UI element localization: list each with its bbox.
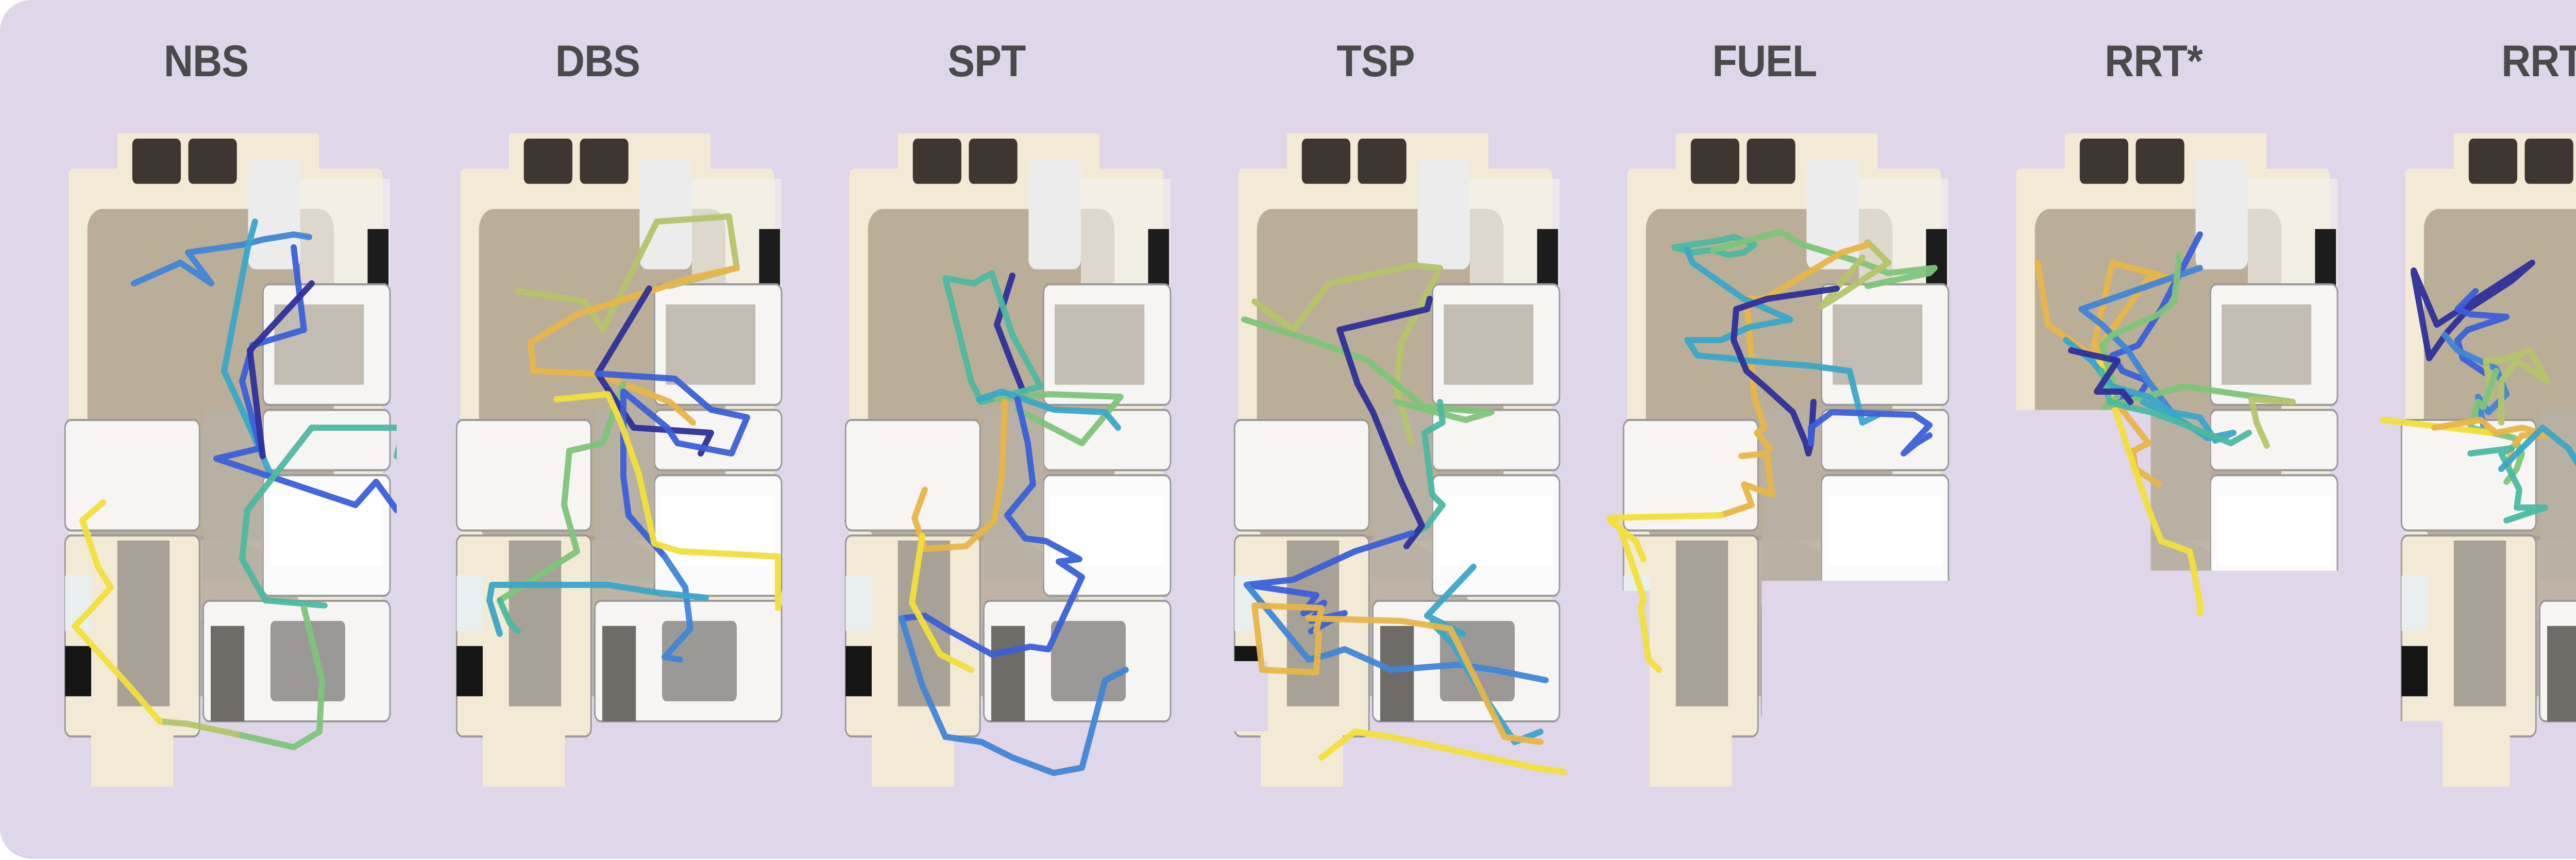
exploration-map [2352,113,2576,835]
trajectory-path [2068,347,2133,405]
trajectory-path [2498,425,2576,472]
exploration-map [1185,113,1566,835]
panel-fuel: FUEL [1574,0,1955,860]
map-canvas [844,133,1172,787]
trajectory-path [2078,265,2203,426]
trajectory-path [553,391,781,611]
exploration-map [15,113,397,835]
trajectory-path [976,389,1121,431]
trajectory-group [2035,231,2296,616]
panel-title: RRT [2501,37,2576,86]
trajectory-path [1318,729,1566,775]
panel-nbs: NBS [15,0,397,860]
trajectory-path [1710,229,1938,289]
trajectory-path [247,280,315,459]
map-canvas [455,133,783,787]
trajectory-path [1671,234,1757,258]
trajectory-path [911,399,1008,552]
trajectory-path [1251,262,1443,446]
trajectory-path [899,615,1129,776]
map-canvas [1231,133,1566,787]
trajectory-path [1808,409,1933,457]
trajectory-group [1241,262,1566,775]
panel-title: SPT [947,37,1026,86]
panel-title: DBS [555,37,640,86]
trajectory-path [909,533,974,673]
panel-rrtstar: RRT* [1963,0,2344,860]
map-canvas [1994,133,2344,822]
panel-title: RRT* [2105,37,2203,86]
trajectory-group [72,218,397,750]
panel-tsp: TSP [1185,0,1566,860]
trajectory-path [528,265,740,426]
trajectory-path [1306,615,1544,745]
floor-plan [844,133,1172,787]
panel-dbs: DBS [407,0,788,860]
trajectory-path [1731,285,1840,457]
trajectory-path [234,605,325,750]
floor-plan [2400,133,2576,787]
trajectory-path [131,231,312,286]
trajectory-path [2248,396,2296,449]
trajectory-path [2442,332,2510,428]
trajectory-group [899,270,1129,776]
floor-plan [1233,133,1561,787]
exploration-map [407,113,788,835]
trajectory-path [2411,260,2535,361]
trajectory-group [486,213,781,663]
trajectory-path [1743,242,1871,451]
trajectory-path [1336,296,1433,549]
trajectory-path [497,597,521,634]
trajectory-path [1244,582,1549,683]
map-canvas [1607,133,1955,792]
trajectory-group [2380,260,2576,524]
trajectory-path [2099,368,2252,446]
trajectory-path [1251,602,1325,676]
panel-title: TSP [1336,37,1415,86]
panel-spt: SPT [796,0,1177,860]
trajectory-path [72,499,163,724]
map-canvas [2380,133,2576,802]
trajectory-group [1607,229,1938,673]
trajectory-path [486,582,709,637]
panel-rrt: RRT [2352,0,2576,860]
trajectory-path [662,553,693,663]
trajectory-path [2483,347,2551,426]
exploration-map [1963,113,2344,835]
floor-plan [64,133,391,787]
trajectory-path [899,396,1085,657]
trajectory-path [1718,450,1775,518]
trajectory-path [1424,564,1544,745]
trajectory-path [1241,316,1495,423]
trajectory-path [2467,445,2548,524]
trajectory-path [2096,358,2203,616]
trajectory-path [239,425,397,609]
trajectory-path [157,718,240,737]
trajectory-path [994,391,1124,446]
trajectory-path [1409,399,1446,539]
trajectory-path [2099,252,2296,410]
exploration-map [1574,113,1955,835]
trajectory-path [497,381,626,603]
map-canvas [64,133,397,787]
panel-title: NBS [163,37,249,86]
trajectory-path [595,370,750,560]
trajectory-path [1607,517,1647,562]
trajectory-path [595,285,714,457]
exploration-map [796,113,1177,835]
panel-title: FUEL [1712,37,1818,86]
